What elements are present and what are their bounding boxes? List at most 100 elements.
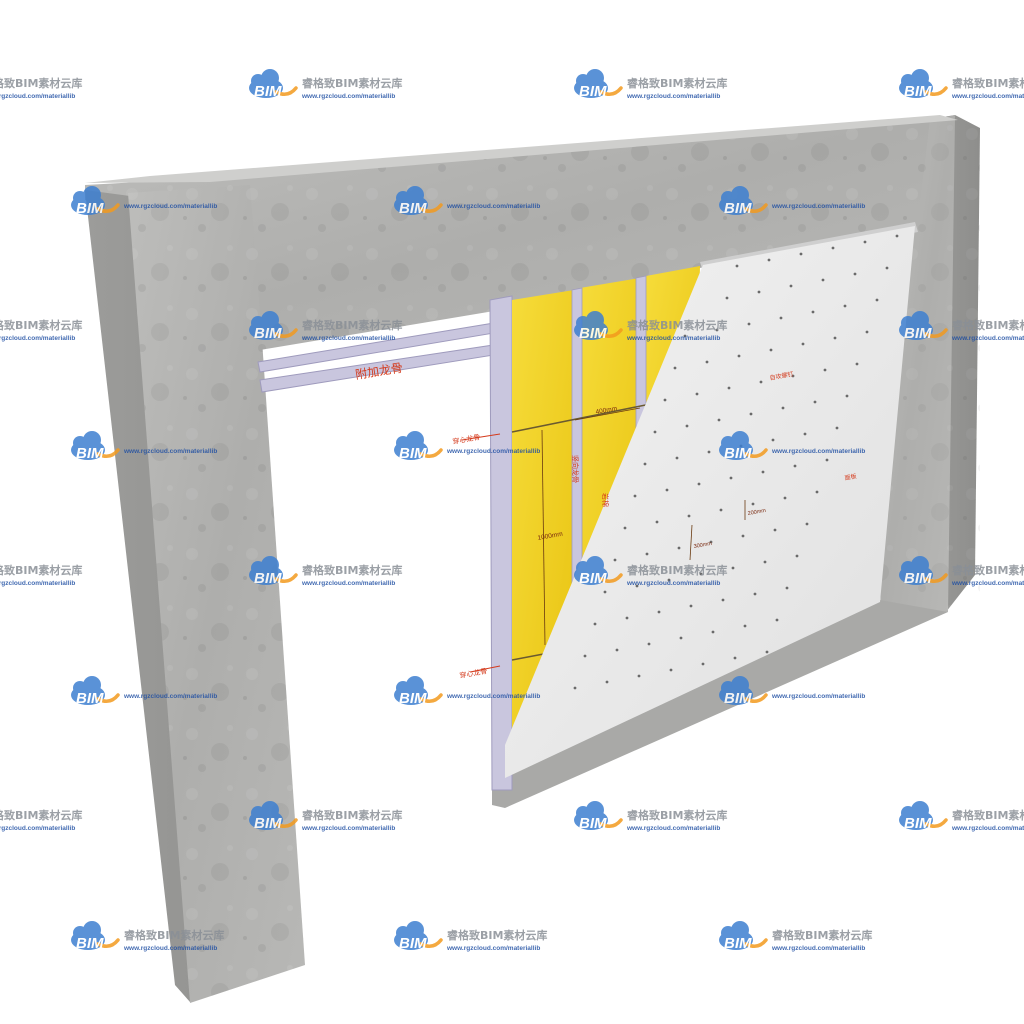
screw-dot (855, 362, 859, 366)
watermark-logo-text: BIM (76, 690, 104, 707)
screw-spacing-a-dim: 200mm (747, 508, 767, 517)
watermark: BIM www.rgzcloud.com/materiallib (717, 674, 865, 707)
screw-dot (761, 470, 765, 474)
watermark-url: www.rgzcloud.com/materiallib (301, 580, 395, 587)
screw-dot (785, 586, 789, 590)
screw-dot (815, 490, 819, 494)
board-face (505, 226, 915, 778)
screw-dot (833, 336, 837, 340)
screw-dot (831, 246, 835, 250)
screw-dot (779, 316, 783, 320)
watermark-url: www.rgzcloud.com/materiallib (771, 945, 865, 952)
screw-dot (771, 438, 775, 442)
screw-dot (635, 584, 639, 588)
screw-dot (765, 650, 769, 654)
screw-dot (769, 348, 773, 352)
watermark-logo-text: BIM (904, 325, 932, 342)
watermark-url: www.rgzcloud.com/materiallib (626, 825, 720, 832)
screw-dot (763, 560, 767, 564)
screw-dot (685, 424, 689, 428)
watermark-logo-text: BIM (254, 83, 282, 100)
watermark-url: www.rgzcloud.com/materiallib (446, 203, 540, 210)
screw-dot (697, 482, 701, 486)
watermark: BIM睿格致BIM素材云库www.rgzcloud.com/materialli… (0, 76, 82, 100)
screw-dot (573, 686, 577, 690)
watermark-brand: 睿格致BIM素材云库 (952, 318, 1024, 332)
watermark: BIM睿格致BIM素材云库www.rgzcloud.com/materialli… (897, 554, 1024, 587)
watermark-url: www.rgzcloud.com/materiallib (0, 580, 75, 587)
watermark-logo-text: BIM (76, 200, 104, 217)
screw-dot (679, 636, 683, 640)
watermark: BIM睿格致BIM素材云库www.rgzcloud.com/materialli… (897, 67, 1024, 100)
screw-dot (643, 462, 647, 466)
screw-dot (757, 290, 761, 294)
watermark-brand: 睿格致BIM素材云库 (627, 808, 727, 822)
watermark: BIM www.rgzcloud.com/materiallib (392, 184, 540, 217)
watermark-url: www.rgzcloud.com/materiallib (626, 580, 720, 587)
screw-dot (637, 674, 641, 678)
screw-dot (813, 400, 817, 404)
watermark-brand: 睿格致BIM素材云库 (0, 563, 82, 577)
watermark-logo-text: BIM (579, 83, 607, 100)
watermark-logo-text: BIM (254, 570, 282, 587)
screw-dot (783, 496, 787, 500)
watermark-brand: 睿格致BIM素材云库 (302, 563, 402, 577)
top-beam-texture (85, 120, 930, 350)
watermark-logo-text: BIM (579, 570, 607, 587)
screw-dot (737, 354, 741, 358)
concrete-frame (85, 115, 980, 1003)
screw-dot (623, 526, 627, 530)
watermark-logo-text: BIM (724, 445, 752, 462)
watermark-logo-text: BIM (399, 690, 427, 707)
watermark-url: www.rgzcloud.com/materiallib (771, 693, 865, 700)
watermark-brand: 睿格致BIM素材云库 (0, 76, 82, 90)
watermark-brand: 睿格致BIM素材云库 (302, 808, 402, 822)
watermark-url: www.rgzcloud.com/materiallib (123, 945, 217, 952)
watermark-logo-text: BIM (399, 445, 427, 462)
self-tapping-screws (573, 234, 899, 690)
watermark-logo-text: BIM (254, 325, 282, 342)
screw-dot (699, 572, 703, 576)
screw-dot (793, 464, 797, 468)
screw-dot (789, 284, 793, 288)
screw-dot (885, 266, 889, 270)
watermark-logo-text: BIM (724, 690, 752, 707)
screw-dot (717, 418, 721, 422)
watermark-brand: 睿格致BIM素材云库 (627, 76, 727, 90)
screw-dot (653, 430, 657, 434)
watermark-brand: 睿格致BIM素材云库 (627, 318, 727, 332)
watermark-url: www.rgzcloud.com/materiallib (123, 448, 217, 455)
watermark-url: www.rgzcloud.com/materiallib (446, 945, 540, 952)
watermark-brand: 睿格致BIM素材云库 (0, 808, 82, 822)
watermark-brand: 睿格致BIM素材云库 (302, 318, 402, 332)
through-keel-top-label: 穿心龙骨 (452, 432, 481, 446)
screw-dot (805, 522, 809, 526)
watermark-logo-text: BIM (399, 935, 427, 952)
watermark-logo-text: BIM (399, 200, 427, 217)
watermark-brand: 睿格致BIM素材云库 (952, 563, 1024, 577)
screw-dot (823, 368, 827, 372)
screw-dot (729, 476, 733, 480)
watermark: BIM睿格致BIM素材云库www.rgzcloud.com/materialli… (897, 799, 1024, 832)
watermark-url: www.rgzcloud.com/materiallib (0, 335, 75, 342)
screw-spacing-b-dim: 300mm (693, 541, 713, 550)
stud-spacing-dim: 400mm (595, 405, 618, 416)
screw-dot (803, 432, 807, 436)
screw-dot (875, 298, 879, 302)
watermark-brand: 睿格致BIM素材云库 (627, 563, 727, 577)
screw-dot (707, 450, 711, 454)
screw-dot (733, 656, 737, 660)
screw-dot (759, 380, 763, 384)
watermark: BIM睿格致BIM素材云库www.rgzcloud.com/materialli… (0, 318, 82, 342)
screw-dot (767, 258, 771, 262)
screw-dot (645, 552, 649, 556)
